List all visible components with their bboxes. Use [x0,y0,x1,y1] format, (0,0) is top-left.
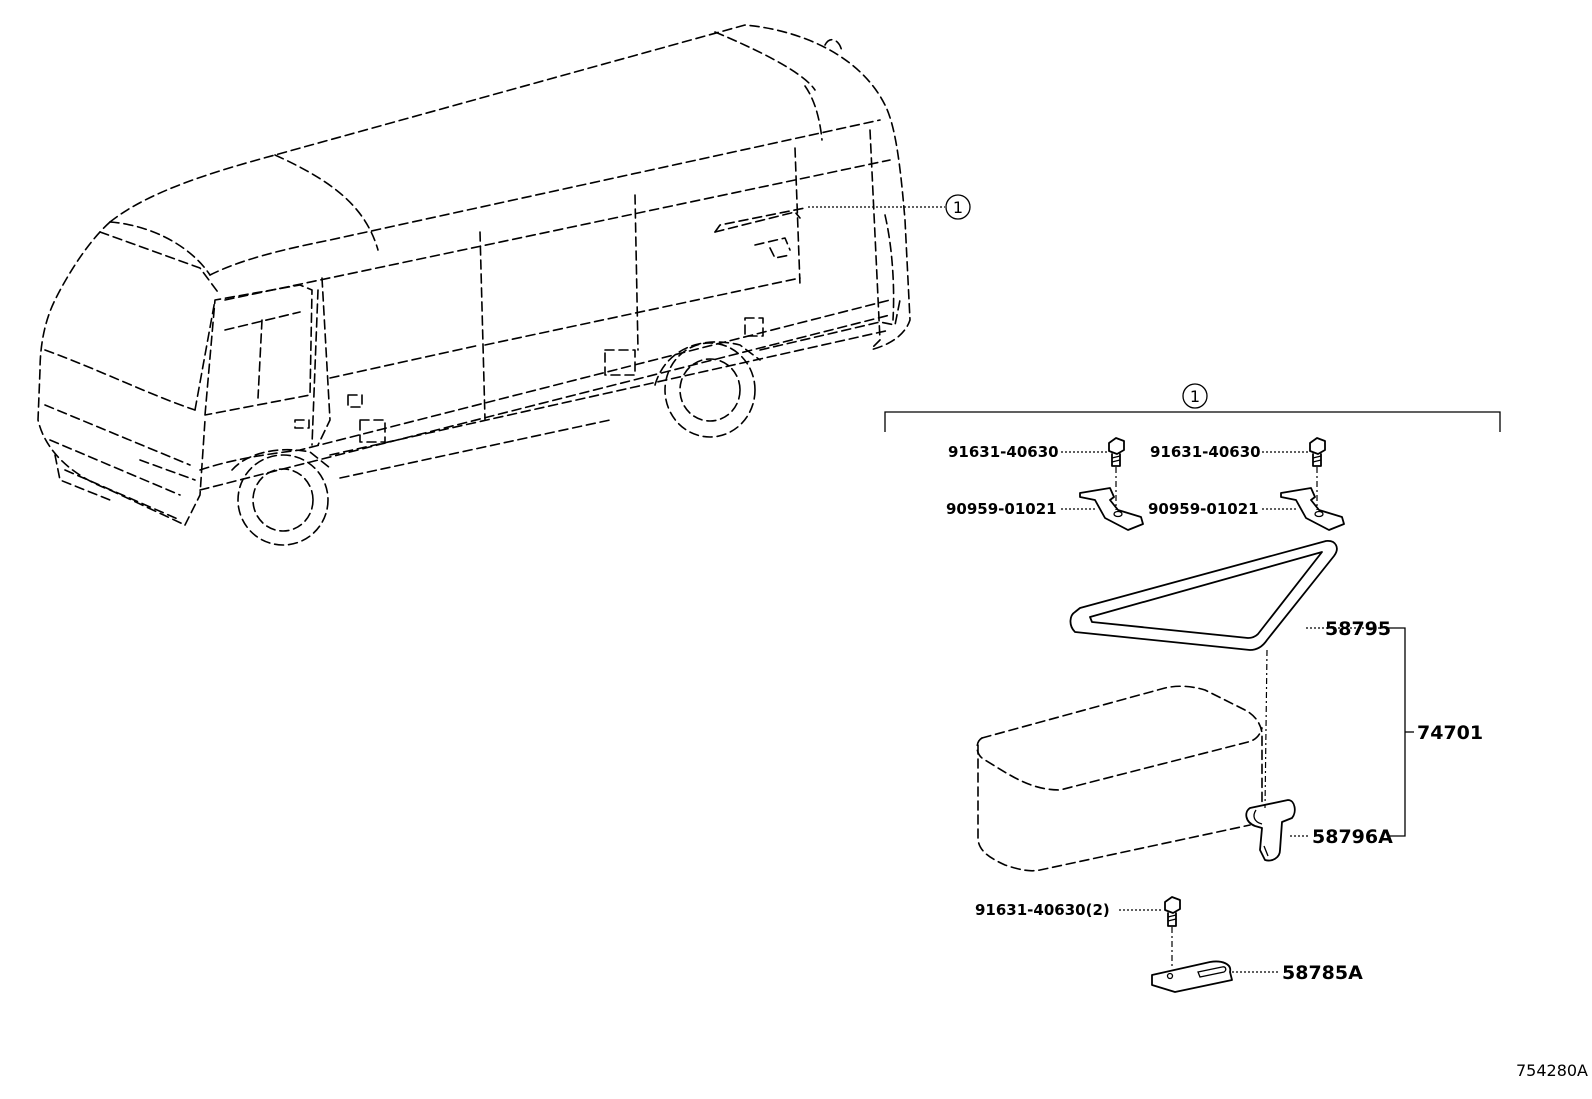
catch-plate [1151,960,1280,993]
vehicle-callout: 1 [808,194,971,220]
assembly-group-bracket: 1 [884,383,1501,432]
group-callout-number: 1 [1190,387,1200,406]
part-label-bolt-upper-left: 91631-40630 [948,443,1059,461]
part-label-window-assembly: 74701 [1417,722,1483,744]
weatherstrip-frame [1069,540,1381,651]
bolt-lower [1119,896,1181,968]
part-label-clip-right: 90959-01021 [1148,500,1259,518]
clip-right [1262,487,1345,531]
diagram-reference-code: 754280A [1516,1061,1588,1080]
part-label-bolt-upper-right: 91631-40630 [1150,443,1261,461]
part-label-bolt-lower: 91631-40630(2) [975,901,1110,919]
bolt-upper-left [1061,437,1125,510]
part-label-catch-plate: 58785A [1282,962,1363,984]
clip-left [1061,487,1144,531]
alignment-line [1264,649,1268,809]
latch-part [1245,799,1310,862]
bolt-upper-right [1262,437,1326,510]
part-label-latch: 58796A [1312,826,1393,848]
callout-number: 1 [953,198,963,217]
vehicle-outline [37,24,911,546]
window-assembly-bracket [1387,627,1414,837]
part-label-clip-left: 90959-01021 [946,500,1057,518]
part-label-weatherstrip: 58795 [1325,618,1391,640]
window-glass [976,685,1263,872]
